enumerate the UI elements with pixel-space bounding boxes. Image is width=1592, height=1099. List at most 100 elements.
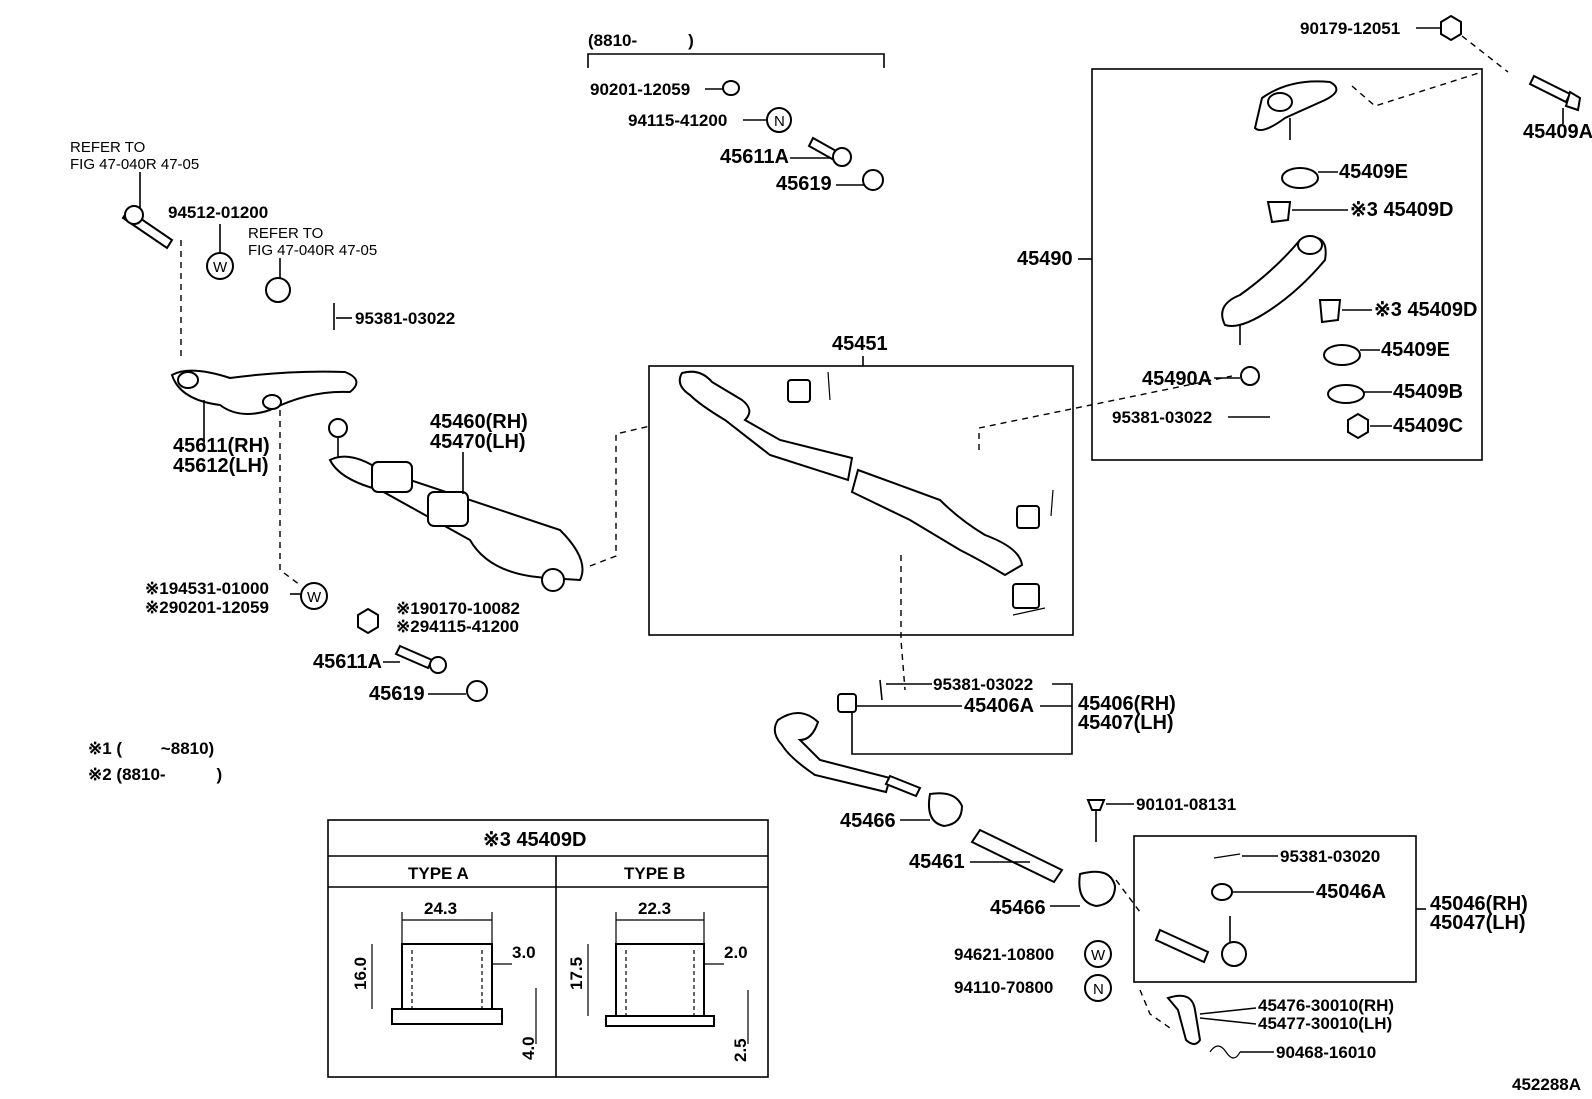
part-45409D-2[interactable]: ※3 45409D bbox=[1374, 299, 1478, 321]
part-45460-rh[interactable]: 45460(RH) bbox=[430, 411, 528, 433]
part-45046-rh[interactable]: 45046(RH) bbox=[1430, 893, 1528, 915]
bushing-icon bbox=[1323, 344, 1361, 366]
refer-label-1: REFER TO bbox=[70, 139, 145, 156]
part-45466-a[interactable]: 45466 bbox=[840, 810, 896, 832]
part-45047-lh[interactable]: 45047(LH) bbox=[1430, 912, 1526, 934]
part-45490[interactable]: 45490 bbox=[1017, 248, 1073, 270]
part-45409A[interactable]: 45409A bbox=[1523, 121, 1592, 143]
part-45611-rh[interactable]: 45611(RH) bbox=[173, 435, 270, 457]
refer-label-2: REFER TO bbox=[248, 225, 323, 242]
footnote-1: ※1 ( ~8810) bbox=[88, 739, 214, 758]
code-8810-label: (8810- ) bbox=[588, 31, 694, 50]
part-94621-10800[interactable]: 94621-10800 bbox=[954, 945, 1054, 964]
nut-n-icon bbox=[1084, 974, 1112, 1002]
part-45409E-2[interactable]: 45409E bbox=[1381, 339, 1450, 361]
part-45406A[interactable]: 45406A bbox=[964, 695, 1034, 717]
cap-icon bbox=[862, 169, 884, 191]
nut-icon bbox=[357, 607, 379, 635]
svg-text:N: N bbox=[774, 113, 785, 130]
part-45461[interactable]: 45461 bbox=[909, 851, 965, 873]
part-45451[interactable]: 45451 bbox=[832, 333, 888, 355]
part-45476-30010[interactable]: 45476-30010(RH) bbox=[1258, 996, 1394, 1015]
part-45409B[interactable]: 45409B bbox=[1393, 381, 1463, 403]
nut-icon bbox=[1240, 366, 1260, 386]
part-90179-12051[interactable]: 90179-12051 bbox=[1300, 19, 1400, 38]
bolt-icon bbox=[394, 644, 434, 670]
nut-icon bbox=[265, 277, 291, 303]
part-94512-01200[interactable]: 94512-01200 bbox=[168, 203, 268, 222]
part-45477-30010[interactable]: 45477-30010(LH) bbox=[1258, 1014, 1392, 1033]
nut-icon bbox=[1440, 14, 1462, 42]
part-90201-12059-top[interactable]: 90201-12059 bbox=[590, 80, 690, 99]
footnote-2: ※2 (8810- ) bbox=[88, 765, 222, 784]
part-45611A-top[interactable]: 45611A bbox=[720, 146, 789, 168]
part-95381-03022-a[interactable]: 95381-03022 bbox=[355, 309, 455, 328]
svg-text:N: N bbox=[1093, 981, 1104, 998]
part-95381-03020[interactable]: 95381-03020 bbox=[1280, 847, 1380, 866]
b-height-dim: 17.5 bbox=[567, 957, 586, 990]
part-90101-08131[interactable]: 90101-08131 bbox=[1136, 795, 1236, 814]
part-45612-lh[interactable]: 45612(LH) bbox=[173, 455, 269, 477]
a-wall-dim: 3.0 bbox=[512, 943, 536, 962]
tie-rod-end-icon bbox=[773, 712, 892, 794]
tie-rod-end-icon bbox=[1154, 928, 1210, 964]
nut-n-icon bbox=[766, 107, 792, 133]
washer-w-icon bbox=[300, 582, 328, 610]
tie-rod-left-icon bbox=[678, 370, 854, 482]
part-95381-03022-c[interactable]: 95381-03022 bbox=[933, 675, 1033, 694]
svg-text:FIG 47-040R 47-05: FIG 47-040R 47-05 bbox=[70, 156, 199, 173]
part-45619-top[interactable]: 45619 bbox=[776, 173, 832, 195]
type-b-header: TYPE B bbox=[624, 864, 685, 883]
table-title: ※3 45409D bbox=[483, 829, 587, 851]
cap-icon bbox=[466, 680, 488, 702]
cover-icon bbox=[1166, 994, 1202, 1045]
part-294115-41200[interactable]: ※294115-41200 bbox=[396, 617, 519, 636]
part-45409E-1[interactable]: 45409E bbox=[1339, 161, 1408, 183]
a-width-dim: 24.3 bbox=[424, 899, 457, 918]
b-width-dim: 22.3 bbox=[638, 899, 671, 918]
part-45470-lh[interactable]: 45470(LH) bbox=[430, 431, 526, 453]
part-95381-03022-b[interactable]: 95381-03022 bbox=[1112, 408, 1212, 427]
part-45409D-1[interactable]: ※3 45409D bbox=[1350, 199, 1454, 221]
washer-w-icon bbox=[206, 252, 234, 280]
nut-icon bbox=[1211, 883, 1233, 901]
a-flange-dim: 4.0 bbox=[519, 1036, 538, 1060]
part-45407-lh[interactable]: 45407(LH) bbox=[1078, 712, 1174, 734]
part-45046A[interactable]: 45046A bbox=[1316, 881, 1386, 903]
a-height-dim: 16.0 bbox=[351, 957, 370, 990]
clamp-icon bbox=[928, 792, 964, 828]
bolt-icon bbox=[1528, 74, 1572, 104]
part-90468-16010[interactable]: 90468-16010 bbox=[1276, 1043, 1376, 1062]
washer-icon bbox=[1327, 384, 1365, 404]
idler-arm-icon bbox=[1221, 236, 1327, 327]
part-94531-01000[interactable]: ※194531-01000 bbox=[145, 579, 269, 598]
bushing-icon bbox=[1281, 167, 1319, 189]
idler-arm-icon bbox=[170, 369, 358, 415]
type-a-header: TYPE A bbox=[408, 864, 469, 883]
svg-text:W: W bbox=[1091, 947, 1106, 964]
bracket-icon bbox=[1253, 80, 1338, 131]
washer-w-icon bbox=[1084, 940, 1112, 968]
clamp-icon bbox=[1078, 870, 1117, 908]
part-94115-41200-top[interactable]: 94115-41200 bbox=[628, 111, 727, 130]
part-45611A-left[interactable]: 45611A bbox=[313, 651, 382, 673]
bushing-icon bbox=[1318, 299, 1342, 324]
svg-text:FIG 47-040R 47-05: FIG 47-040R 47-05 bbox=[248, 242, 377, 259]
adjusting-tube-icon bbox=[970, 828, 1064, 884]
part-45490A[interactable]: 45490A bbox=[1142, 368, 1212, 390]
tie-rod-box bbox=[648, 365, 1074, 636]
b-flange-dim: 2.5 bbox=[731, 1038, 750, 1062]
b-wall-dim: 2.0 bbox=[724, 943, 748, 962]
part-45406-rh[interactable]: 45406(RH) bbox=[1078, 693, 1176, 715]
group-bracket bbox=[587, 53, 885, 68]
part-45409C[interactable]: 45409C bbox=[1393, 415, 1463, 437]
part-45466-b[interactable]: 45466 bbox=[990, 897, 1046, 919]
nut-icon bbox=[722, 80, 740, 96]
part-90170-10082[interactable]: ※190170-10082 bbox=[396, 599, 520, 618]
nut-icon bbox=[1347, 412, 1369, 440]
part-94110-70800[interactable]: 94110-70800 bbox=[954, 978, 1053, 997]
part-290201-12059[interactable]: ※290201-12059 bbox=[145, 598, 269, 617]
part-45619-left[interactable]: 45619 bbox=[369, 683, 425, 705]
